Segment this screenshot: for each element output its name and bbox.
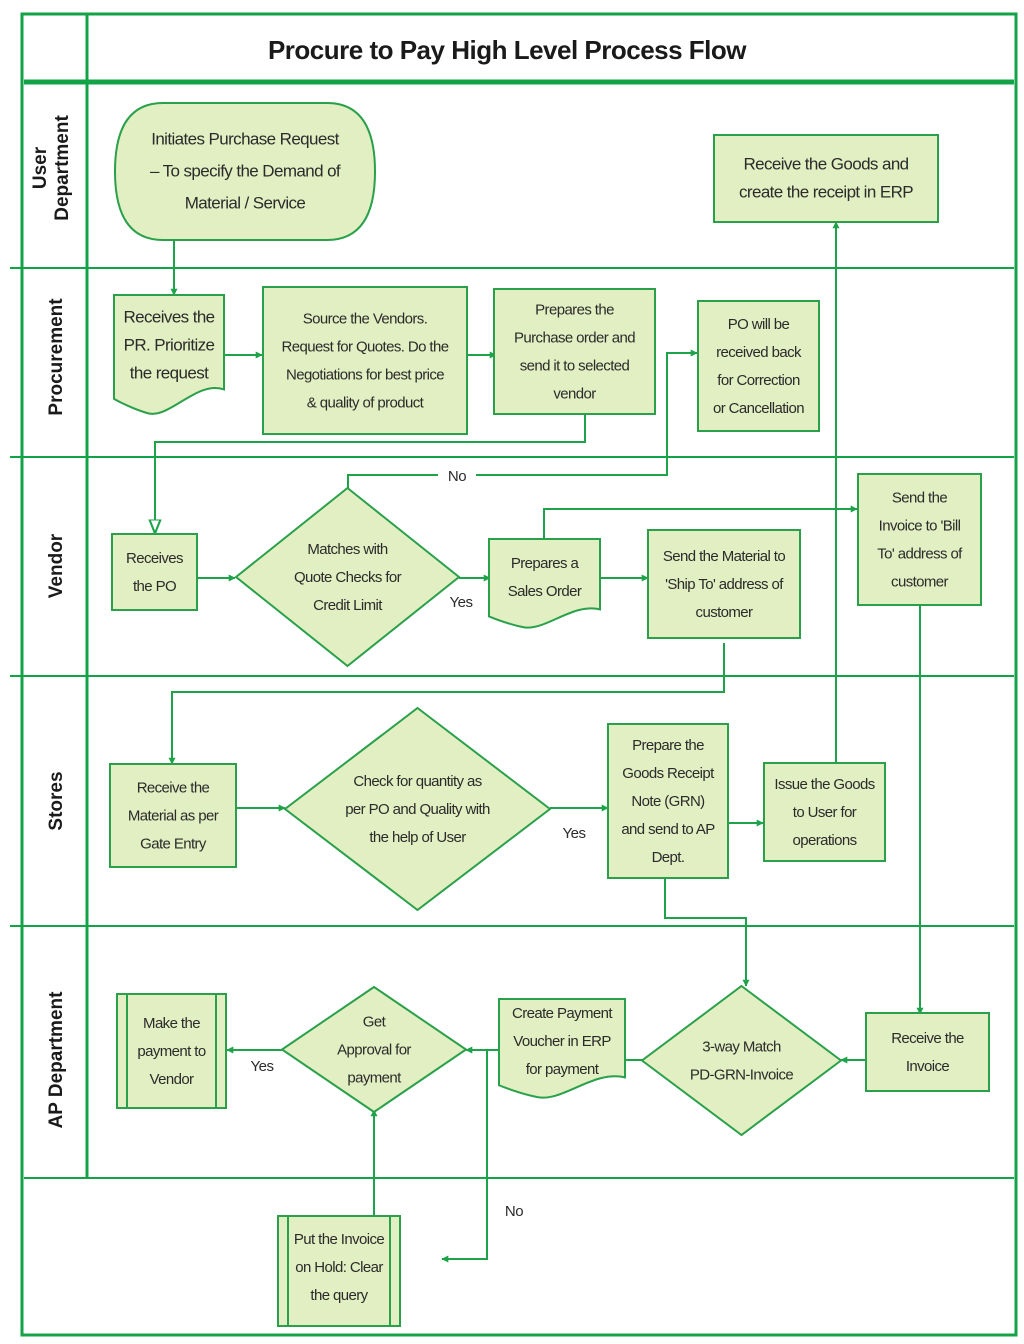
edge-labels: No Yes Yes Yes No — [251, 468, 586, 1220]
edge-match-no-to-po-correction — [476, 349, 698, 476]
lane-label-vendor: Vendor — [46, 533, 67, 598]
process-shape — [697, 300, 820, 432]
edge-approval-no-to-hold — [441, 1050, 488, 1263]
node-initiate-pr: Initiates Purchase Request– To specify t… — [113, 102, 377, 241]
diagram-title: Procure to Pay High Level Process Flow — [268, 35, 747, 65]
edge-sales-order-to-send-invoice — [543, 505, 858, 539]
node-label: Source the Vendors.Request for Quotes. D… — [281, 311, 448, 412]
process-shape — [763, 762, 886, 862]
decision-shape — [640, 984, 843, 1137]
node-source-vendors: Source the Vendors.Request for Quotes. D… — [262, 286, 468, 435]
process-shape — [857, 473, 982, 606]
process-shape — [111, 533, 198, 611]
node-send-material: Send the Material to'Ship To' address of… — [647, 529, 801, 639]
process-shape — [607, 723, 729, 879]
decision-shape — [283, 706, 552, 912]
document-shape — [113, 294, 225, 415]
node-label: Send the Material to'Ship To' address of… — [663, 548, 786, 621]
process-shape — [109, 763, 237, 868]
edge-label-yes: Yes — [563, 825, 586, 842]
outer-border — [20, 12, 1018, 1337]
terminator-shape — [113, 102, 377, 241]
edge-label-yes: Yes — [251, 1058, 274, 1075]
process-shape — [713, 134, 939, 223]
edge-label-no: No — [448, 468, 466, 485]
predefined-shape — [116, 993, 227, 1109]
lane-label-stores: Stores — [46, 771, 67, 830]
process-shape — [647, 529, 801, 639]
lane-label-user: UserDepartment — [30, 115, 73, 221]
edge-label-yes: Yes — [450, 594, 473, 611]
lane-label-ap: AP Department — [46, 991, 67, 1129]
edge-grn-to-three-way-match — [664, 878, 750, 987]
process-shape — [865, 1012, 990, 1092]
edge-prepare-po-to-receive-po — [155, 414, 586, 532]
process-shape — [493, 288, 656, 415]
decision-shape — [280, 985, 468, 1114]
lane-label-procurement: Procurement — [46, 298, 67, 416]
document-shape — [498, 998, 626, 1099]
process-nodes: Initiates Purchase Request– To specify t… — [109, 102, 990, 1327]
document-shape — [488, 538, 601, 629]
edge-match-no-a — [347, 474, 438, 488]
decision-shape — [234, 486, 461, 668]
swimlane-frame — [10, 12, 1018, 1337]
predefined-shape — [277, 1215, 401, 1327]
edge-label-no: No — [505, 1203, 523, 1220]
edge-send-material-to-receive-material — [168, 643, 725, 765]
node-label: Initiates Purchase Request– To specify t… — [150, 130, 341, 213]
connectors — [155, 221, 924, 1263]
process-shape — [262, 286, 468, 435]
